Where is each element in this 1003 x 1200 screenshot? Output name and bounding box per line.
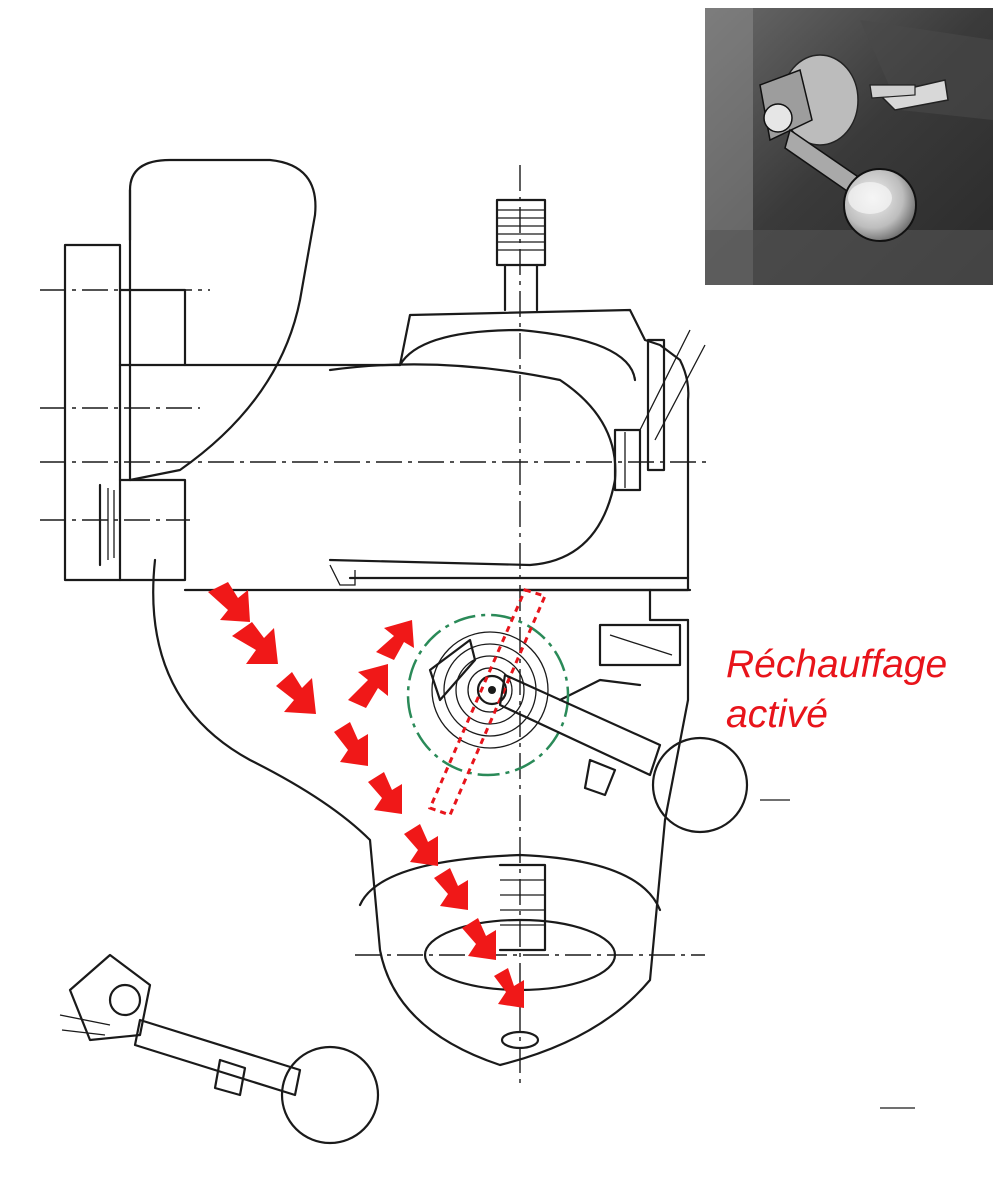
- heating-status-caption: Réchauffage activé: [726, 640, 947, 740]
- flow-arrow-5: [368, 772, 402, 814]
- flow-arrow-4: [334, 722, 368, 766]
- flow-arrow-up-1: [348, 664, 388, 708]
- caption-line-2: activé: [726, 693, 828, 736]
- pivot-assembly: [406, 588, 570, 817]
- flow-arrow-up-2: [376, 620, 414, 660]
- active-position-marker: [427, 588, 548, 817]
- caption-line-1: Réchauffage: [726, 643, 948, 686]
- counterweight-lever-detached: [59, 953, 380, 1145]
- flow-arrow-7: [434, 868, 468, 910]
- pivot-circle: [406, 613, 570, 777]
- flow-arrow-9: [494, 968, 524, 1008]
- flow-arrow-3: [276, 672, 316, 714]
- photo-inset: [705, 8, 993, 285]
- counterweight-lever: [498, 673, 790, 834]
- carburettor-body-drawing: [63, 158, 706, 1067]
- flow-arrow-8: [462, 918, 496, 960]
- flow-arrow-2: [232, 622, 278, 664]
- flow-arrow-1: [208, 582, 250, 622]
- center-lines: [40, 165, 710, 1085]
- flow-arrows: [208, 582, 524, 1008]
- flow-arrow-6: [404, 824, 438, 866]
